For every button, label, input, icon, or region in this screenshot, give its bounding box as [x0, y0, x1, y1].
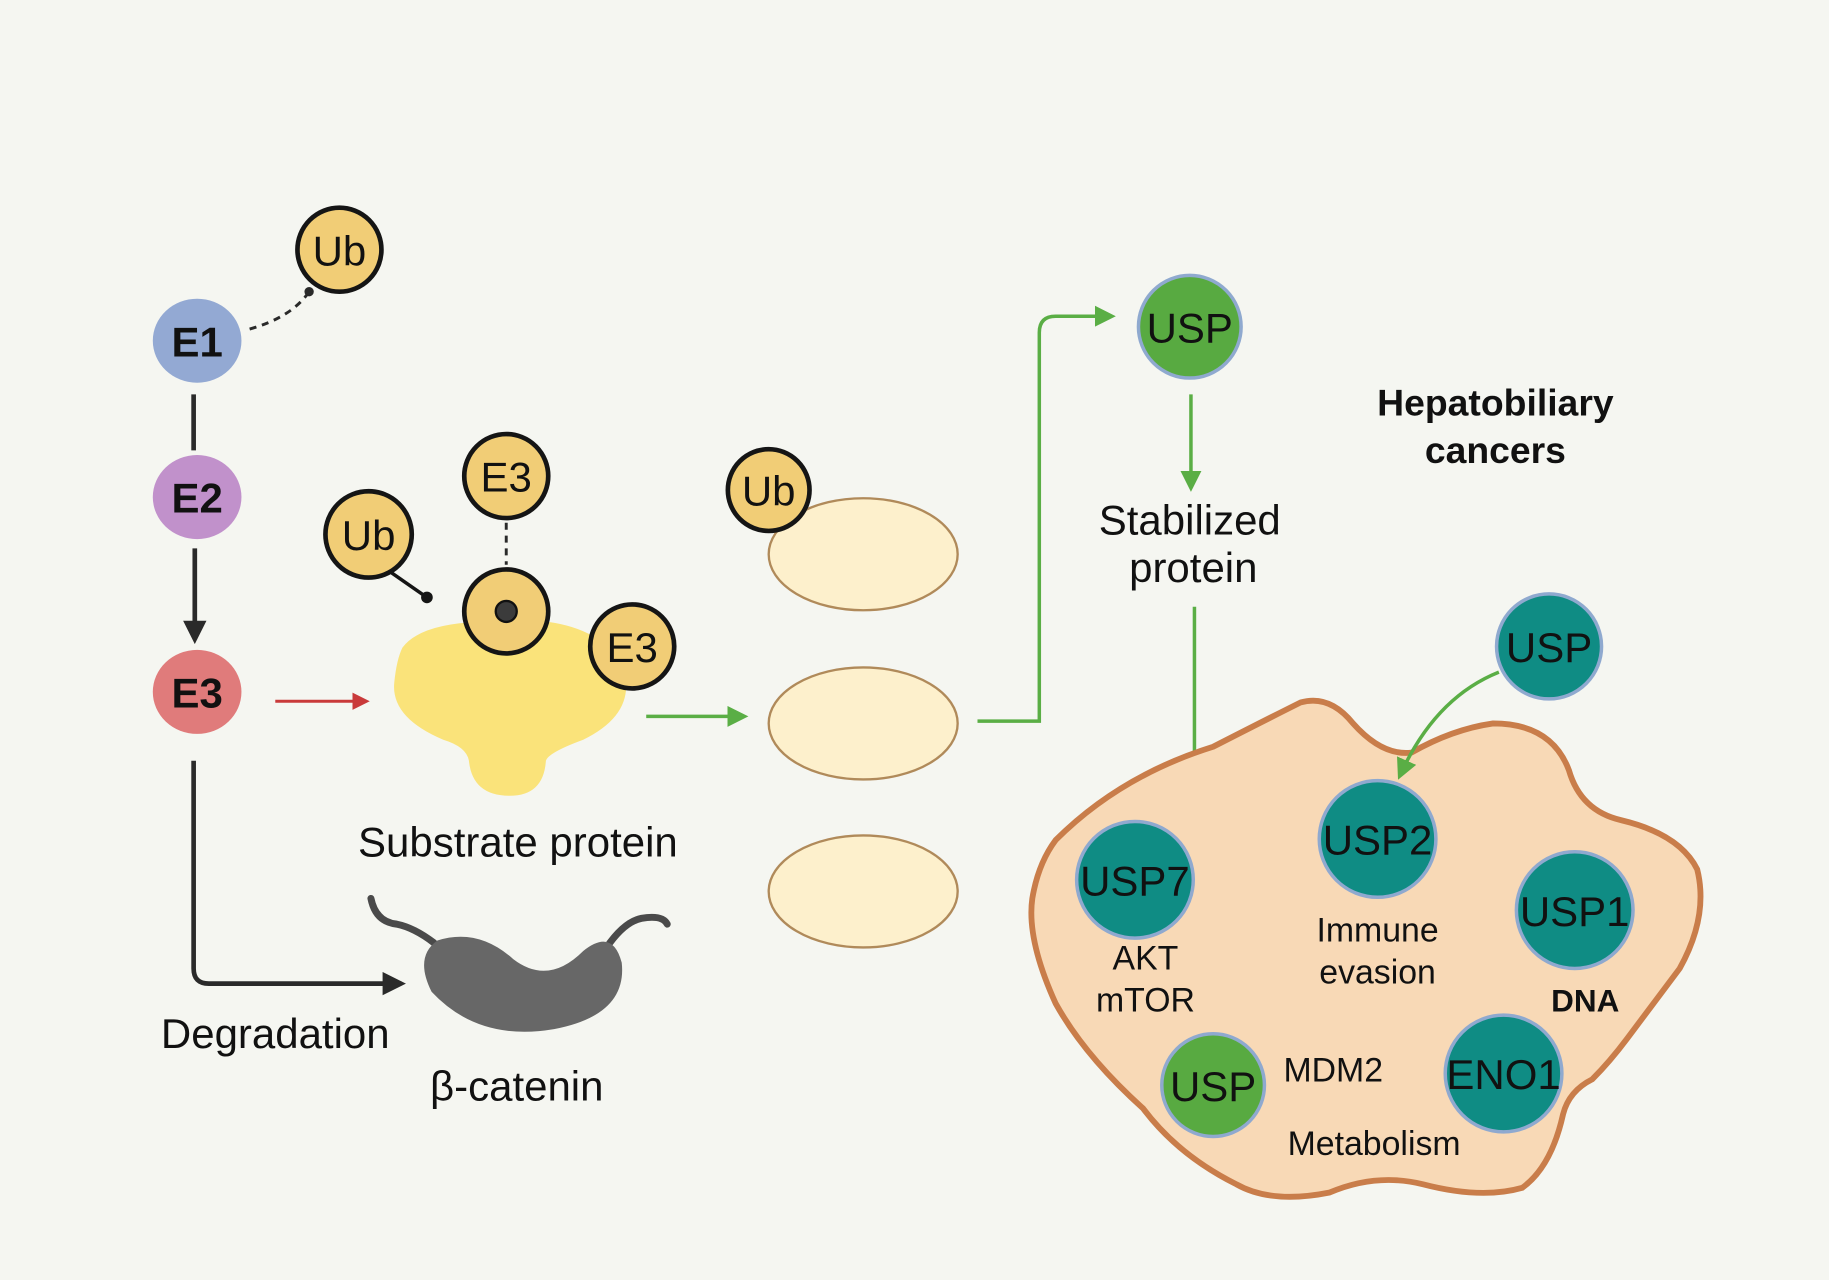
mtor-label: mTOR [1096, 982, 1195, 1020]
usp-green-label: USP [1170, 1063, 1256, 1110]
e3-side-label: E3 [607, 624, 658, 671]
usp-node-outside: USP [1494, 592, 1604, 701]
e3-node-top: E3 [461, 431, 551, 521]
protein-to-usp-arrow [977, 305, 1116, 723]
usp-node-top: USP [1136, 273, 1243, 380]
usp2-label: USP2 [1323, 817, 1433, 864]
degradation-arrow [191, 760, 406, 996]
usp1-node: USP1 [1514, 850, 1635, 971]
binding-site [461, 567, 551, 656]
cancer-title-line2: cancers [1425, 429, 1566, 471]
usp-to-usp2-arrow [1397, 670, 1500, 780]
evasion-label: evasion [1319, 954, 1436, 992]
immune-label: Immune [1316, 912, 1438, 950]
ub-label: Ub [313, 227, 367, 274]
usp-green-node: USP [1160, 1032, 1267, 1139]
usp-label: USP [1147, 304, 1233, 351]
beta-catenin-label: β-catenin [430, 1062, 603, 1109]
substrate-protein [767, 666, 959, 781]
substrate-complex: Ub E3 E3 Substrate protein [323, 431, 678, 865]
e2-node: E2 [152, 455, 242, 540]
cancer-title-line1: Hepatobiliary [1377, 381, 1614, 423]
protein-stack: Ub [725, 446, 959, 949]
stabilized-label-line1: Stabilized [1099, 496, 1281, 543]
ubiquitinated-protein [767, 497, 959, 612]
protein [767, 834, 959, 949]
e3-node-side: E3 [587, 602, 677, 691]
substrate-protein-shape [394, 621, 627, 796]
e1-node: E1 [152, 298, 242, 383]
e1-label: E1 [171, 318, 222, 365]
usp-outside-label: USP [1506, 624, 1592, 671]
e1-ub-link-dot [304, 287, 314, 297]
eno1-node: ENO1 [1443, 1013, 1564, 1134]
akt-label: AKT [1113, 940, 1179, 978]
cancer-section: Hepatobiliary cancers USP USP7 AKT mTOR … [1028, 381, 1704, 1200]
ub-label: Ub [342, 512, 396, 559]
stabilization: USP Stabilized protein [1099, 273, 1281, 824]
catenin-tail-right [603, 913, 671, 951]
catenin-body [424, 936, 623, 1032]
e1-ub-dashed-link [249, 290, 311, 331]
e3-node: E3 [152, 649, 242, 734]
eno1-label: ENO1 [1446, 1051, 1560, 1098]
e2-label: E2 [171, 475, 222, 522]
e3-top-label: E3 [481, 454, 532, 501]
stabilized-label-line2: protein [1129, 544, 1257, 591]
ub-tag: Ub [725, 446, 812, 534]
e3-label: E3 [171, 670, 222, 717]
mdm2-label: MDM2 [1283, 1052, 1383, 1090]
metabolism-label: Metabolism [1288, 1125, 1461, 1163]
catenin-tail-left [367, 894, 438, 947]
ub-tag-label: Ub [742, 468, 796, 515]
usp7-node: USP7 [1074, 819, 1196, 940]
substrate-protein-label: Substrate protein [358, 818, 678, 865]
ub-node-top: Ub [295, 205, 384, 295]
degradation-label: Degradation [161, 1010, 390, 1057]
usp2-node: USP2 [1317, 778, 1438, 900]
ub-node-substrate: Ub [323, 488, 433, 604]
usp1-label: USP1 [1520, 888, 1630, 935]
usp7-label: USP7 [1080, 857, 1190, 904]
cascade: Ub E1 E2 E3 Degradation [152, 205, 406, 1057]
dna-label: DNA [1551, 983, 1619, 1019]
beta-catenin: β-catenin [367, 894, 671, 1109]
